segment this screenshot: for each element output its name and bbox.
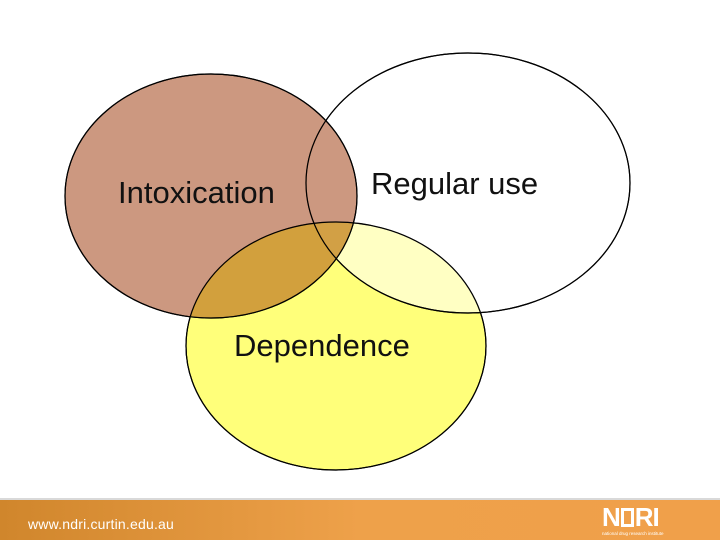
logo-box-icon [620, 507, 634, 527]
venn-diagram: Intoxication Regular use Dependence [64, 52, 631, 471]
footer-divider [0, 498, 720, 500]
ndri-logo: N RI national drug research institute [602, 502, 686, 537]
logo-letter-right: RI [634, 502, 660, 532]
logo-mark: N RI [602, 502, 686, 532]
footer-bar [0, 500, 720, 540]
intoxication-label: Intoxication [118, 175, 275, 210]
footer-url-link[interactable]: www.ndri.curtin.edu.au [28, 516, 175, 532]
intoxication-outline [64, 73, 358, 319]
dependence-label: Dependence [234, 328, 410, 363]
overlap-intoxication-dependence [186, 222, 357, 318]
regular-use-label: Regular use [371, 166, 538, 201]
logo-letter-left: N [602, 502, 621, 532]
logo-tagline: national drug research institute [602, 531, 664, 536]
dependence-outline [185, 221, 487, 471]
regular-use-outline [305, 52, 631, 314]
